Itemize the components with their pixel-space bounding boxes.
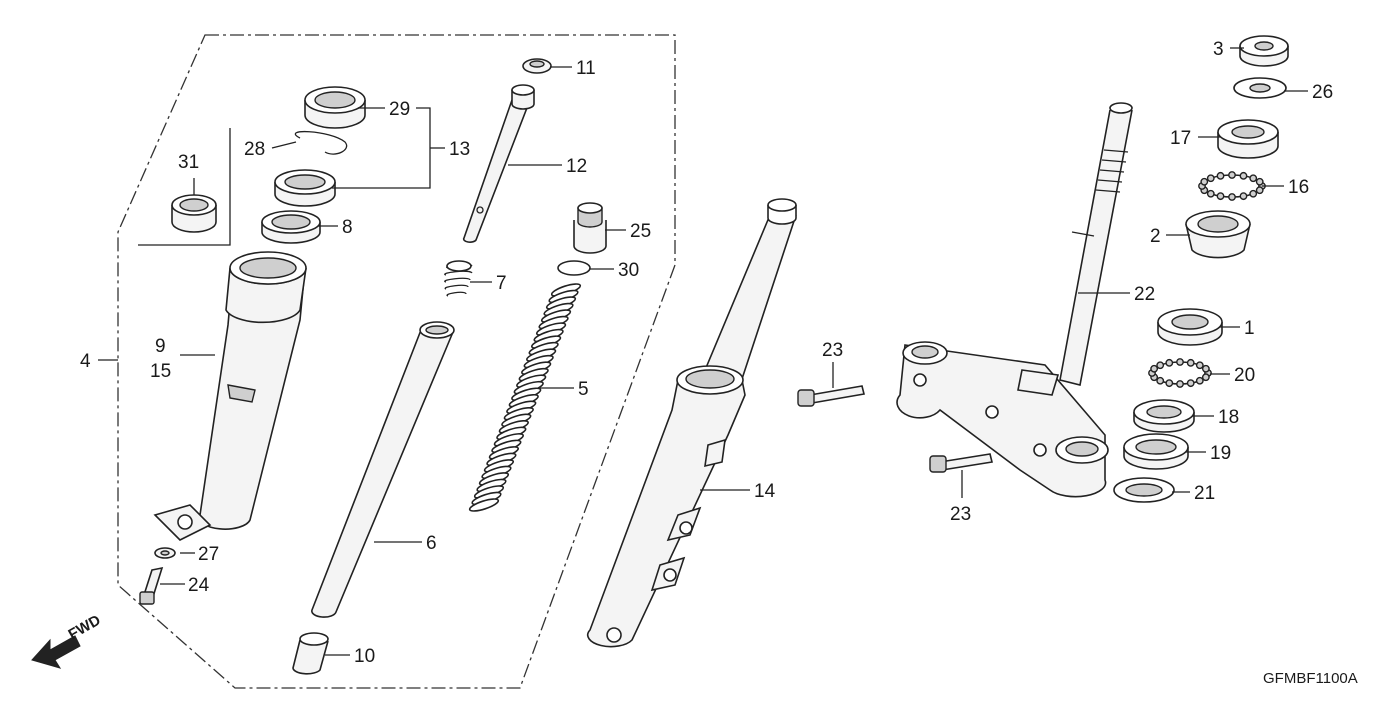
dust-seal-21 xyxy=(1113,477,1175,503)
fwd-label: FWD xyxy=(66,612,104,644)
callout-26: 26 xyxy=(1312,82,1333,103)
steering-stem-22 xyxy=(896,102,1133,498)
callout-5: 5 xyxy=(578,379,589,400)
stopper-ring-28 xyxy=(294,130,348,155)
adjusting-nut-17 xyxy=(1217,119,1279,159)
callout-12: 12 xyxy=(566,156,587,177)
part-31-bracket xyxy=(138,128,231,246)
top-cone-race-2 xyxy=(1185,210,1251,259)
callout-21: 21 xyxy=(1194,483,1215,504)
fork-pipe-6 xyxy=(311,321,455,618)
callout-22: 22 xyxy=(1134,284,1155,305)
oil-seal-31 xyxy=(171,194,217,233)
callout-1: 1 xyxy=(1244,318,1255,339)
forward-arrow: FWD xyxy=(31,612,104,669)
callout-31: 31 xyxy=(178,152,199,173)
callout-8: 8 xyxy=(342,217,353,238)
steel-balls-20 xyxy=(1148,358,1212,388)
fork-leg-14 xyxy=(586,198,797,648)
callout-4: 4 xyxy=(80,351,91,372)
fork-bolt-25 xyxy=(573,202,607,254)
rebound-spring-7 xyxy=(444,260,473,297)
oil-seal-13 xyxy=(274,169,336,207)
callout-23-upper: 23 xyxy=(822,340,843,361)
callout-20: 20 xyxy=(1234,365,1255,386)
lock-nut-3 xyxy=(1239,35,1289,67)
callout-25: 25 xyxy=(630,221,651,242)
callout-3: 3 xyxy=(1213,39,1224,60)
callout-13: 13 xyxy=(449,139,470,160)
callout-7: 7 xyxy=(496,273,507,294)
callout-11: 11 xyxy=(576,58,596,79)
drawing-code: GFMBF1100A xyxy=(1263,670,1358,687)
callout-18: 18 xyxy=(1218,407,1239,428)
callout-14: 14 xyxy=(754,481,776,502)
bottom-ball-race-18 xyxy=(1133,399,1195,433)
fork-slider-9-15 xyxy=(153,251,307,541)
callout-9: 9 xyxy=(155,336,166,357)
leader-lines xyxy=(98,47,1308,656)
callout-6: 6 xyxy=(426,533,437,554)
top-ball-race-1 xyxy=(1157,308,1223,346)
assembly-boundary xyxy=(117,34,676,689)
callout-30: 30 xyxy=(618,260,639,281)
callout-23-lower: 23 xyxy=(950,504,971,525)
callout-15: 15 xyxy=(150,361,171,382)
callout-27: 27 xyxy=(198,544,219,565)
callout-19: 19 xyxy=(1210,443,1231,464)
callout-17: 17 xyxy=(1170,128,1191,149)
callout-29: 29 xyxy=(389,99,410,120)
damper-rod-12 xyxy=(462,84,535,243)
bushing-8 xyxy=(261,210,321,244)
callout-labels: 4 31 29 28 13 8 9 15 27 24 11 12 25 30 7… xyxy=(80,39,1333,667)
callout-16: 16 xyxy=(1288,177,1309,198)
callout-24: 24 xyxy=(188,575,210,596)
washer-27 xyxy=(154,547,176,559)
callout-28: 28 xyxy=(244,139,265,160)
callout-10: 10 xyxy=(354,646,375,667)
bottom-cone-race-19 xyxy=(1123,433,1189,470)
dust-seal-29 xyxy=(304,86,366,129)
forward-arrow-icon xyxy=(31,635,81,669)
steel-balls-16 xyxy=(1198,171,1266,201)
bolt-23-lower xyxy=(929,453,993,473)
collar-10 xyxy=(292,632,329,675)
piston-ring-11 xyxy=(522,58,552,74)
o-ring-30 xyxy=(557,260,591,276)
fork-spring-5 xyxy=(468,283,582,512)
bolt-24 xyxy=(139,566,164,605)
bolt-23-upper xyxy=(797,385,865,407)
lock-washer-26 xyxy=(1233,77,1287,99)
callout-2: 2 xyxy=(1150,226,1161,247)
